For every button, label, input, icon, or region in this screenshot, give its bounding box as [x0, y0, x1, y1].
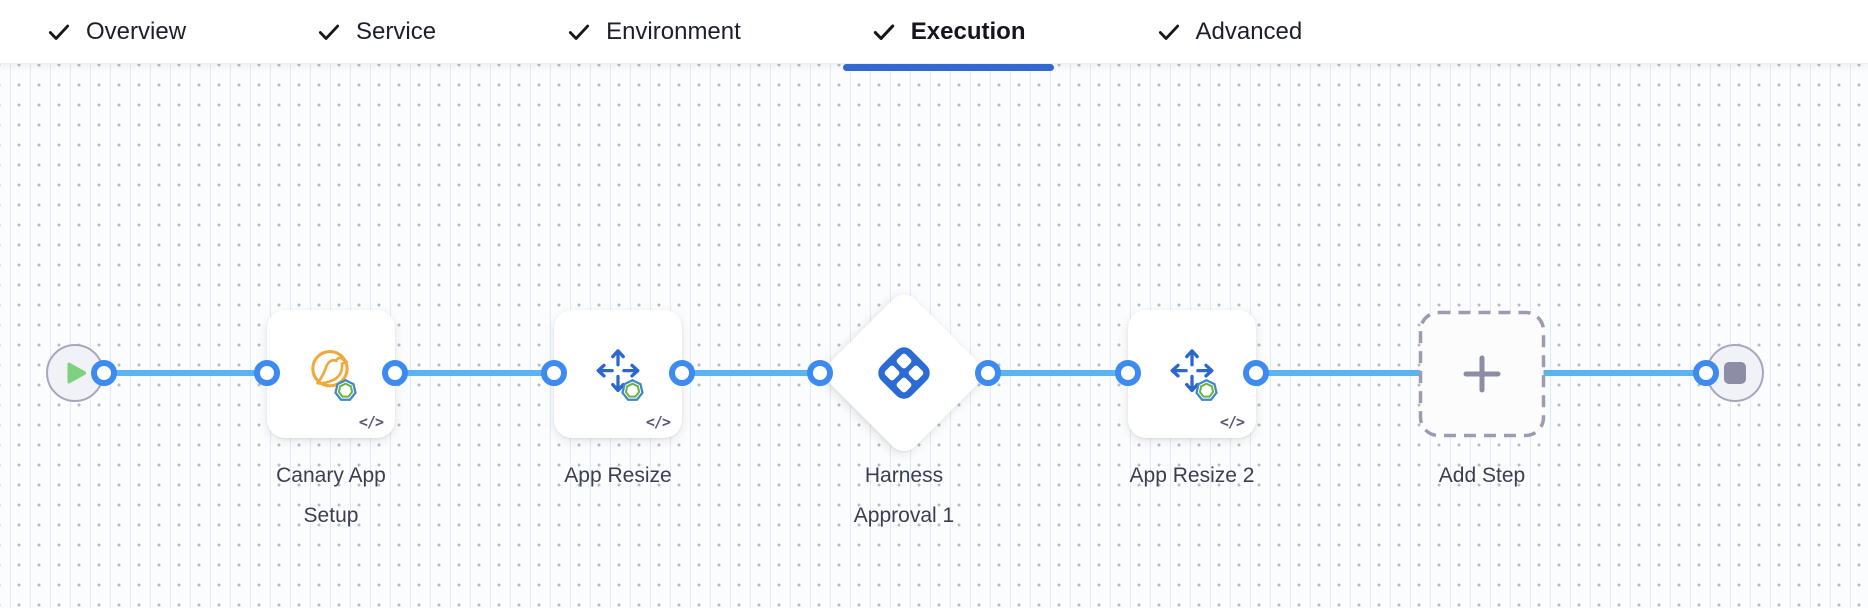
connector-port-start-out[interactable]: [91, 360, 117, 386]
pipeline-start-node[interactable]: [46, 344, 104, 402]
code-icon: </>: [358, 413, 384, 431]
connector-port-canary-out[interactable]: [382, 360, 408, 386]
connector-port-end-in[interactable]: [1693, 360, 1719, 386]
step-label-app-resize: App Resize: [564, 464, 672, 487]
check-icon: [568, 24, 590, 40]
step-canary-app-setup[interactable]: </>: [267, 310, 395, 438]
check-icon: [318, 24, 340, 40]
tab-service[interactable]: Service: [316, 0, 436, 63]
resize-arrows-icon: [1170, 349, 1214, 393]
active-tab-underline: [842, 64, 1054, 71]
canary-bird-icon: [311, 349, 349, 388]
check-icon: [1158, 24, 1179, 40]
tanzu-heptagon-icon: [621, 379, 644, 401]
add-step-button[interactable]: [1418, 310, 1546, 438]
tab-label: Environment: [606, 17, 741, 45]
check-icon: [873, 24, 894, 40]
connector-port-resize2-out[interactable]: [1243, 360, 1269, 386]
tab-environment[interactable]: Environment: [566, 0, 741, 63]
connector-port-approval-out[interactable]: [975, 360, 1001, 386]
step-label-add-step: Add Step: [1438, 464, 1526, 487]
step-label-harness-approval: Harness Approval 1: [853, 464, 955, 527]
tab-label: Service: [356, 17, 437, 45]
step-label-canary-app-setup: Canary App Setup: [276, 464, 386, 527]
pipeline-canvas[interactable]: </> </>: [0, 64, 1868, 608]
code-icon: </>: [1219, 413, 1245, 431]
step-app-resize[interactable]: </>: [554, 310, 682, 438]
connector-port-canary-in[interactable]: [254, 360, 280, 386]
tab-label: Advanced: [1195, 17, 1303, 45]
tanzu-heptagon-icon: [334, 379, 357, 401]
tanzu-heptagon-icon: [1195, 379, 1218, 401]
connector-port-approval-in[interactable]: [807, 360, 833, 386]
step-app-resize-2[interactable]: </>: [1128, 310, 1256, 438]
tab-advanced[interactable]: Advanced: [1156, 0, 1303, 63]
resize-arrows-icon: [596, 349, 640, 393]
connector-port-resize2-in[interactable]: [1115, 360, 1141, 386]
plus-icon: [1463, 355, 1501, 393]
check-icon: [48, 24, 70, 40]
tab-execution[interactable]: Execution: [842, 0, 1054, 71]
tab-label: Overview: [86, 17, 187, 45]
connector-port-resize-in[interactable]: [541, 360, 567, 386]
play-icon: [67, 362, 86, 384]
stage-config-tabbar: Overview Service Environment Execution A…: [0, 0, 1868, 71]
tab-overview[interactable]: Overview: [46, 0, 186, 63]
code-icon: </>: [645, 413, 671, 431]
step-label-app-resize-2: App Resize 2: [1129, 464, 1255, 487]
connector-port-resize-out[interactable]: [669, 360, 695, 386]
tab-label: Execution: [910, 17, 1026, 45]
stop-icon: [1724, 362, 1746, 384]
harness-logo-icon[interactable]: [873, 342, 935, 404]
